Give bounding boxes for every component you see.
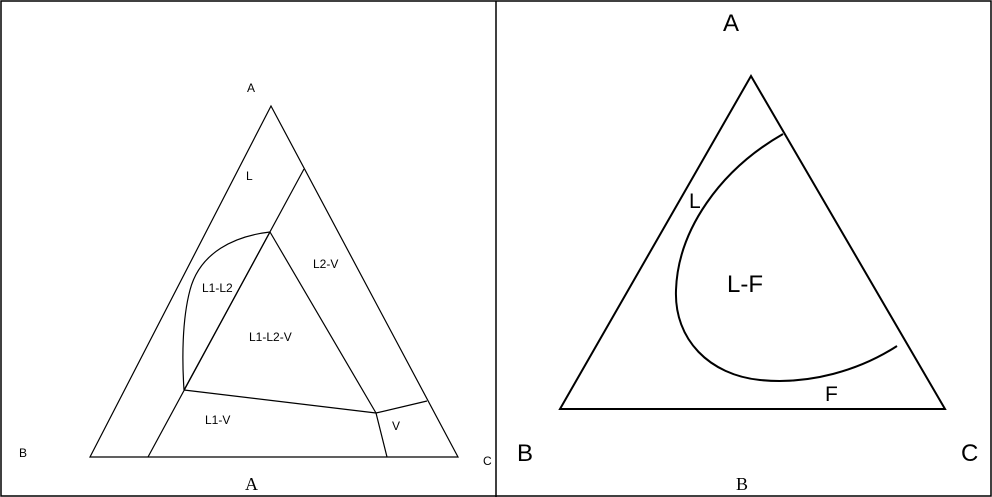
right-region-label-F: F: [825, 383, 838, 406]
right-vertex-bottom-left-label: B: [517, 440, 533, 467]
right-vertex-top-label: A: [723, 10, 739, 37]
left-boundary-V-top: [375, 400, 428, 414]
right-region-label-L-F: L-F: [727, 271, 763, 298]
left-tie-triangle-base: [183, 389, 377, 414]
right-vertex-bottom-right-label: C: [961, 440, 978, 467]
right-region-label-L: L: [689, 190, 701, 213]
left-boundary-V-left: [375, 412, 388, 458]
right-panel-caption: B: [736, 474, 748, 494]
left-ternary-diagram: A B C L L2-V L1-L2 L1-L2-V L1-V V A: [19, 81, 492, 494]
left-vertex-top-label: A: [247, 81, 255, 95]
left-region-label-L1-L2-V: L1-L2-V: [249, 330, 292, 344]
left-vertex-bottom-left-label: B: [19, 446, 27, 460]
left-region-label-V: V: [392, 419, 400, 433]
left-tie-triangle-left-edge: [183, 231, 271, 391]
right-binodal-curve: [674, 133, 898, 382]
left-region-label-L1-L2: L1-L2: [202, 281, 233, 295]
left-panel-caption: A: [245, 474, 258, 494]
left-vertex-bottom-right-label: C: [483, 454, 492, 468]
left-region-label-L: L: [246, 169, 253, 183]
left-triangle: [89, 104, 459, 458]
left-region-label-L2-V: L2-V: [313, 257, 338, 271]
left-binodal-curve: [182, 231, 271, 391]
right-ternary-diagram: A B C L L-F F B: [517, 10, 978, 494]
left-region-label-L1-V: L1-V: [205, 413, 230, 427]
left-tie-triangle-right-edge: [269, 231, 377, 414]
right-triangle: [558, 74, 947, 410]
